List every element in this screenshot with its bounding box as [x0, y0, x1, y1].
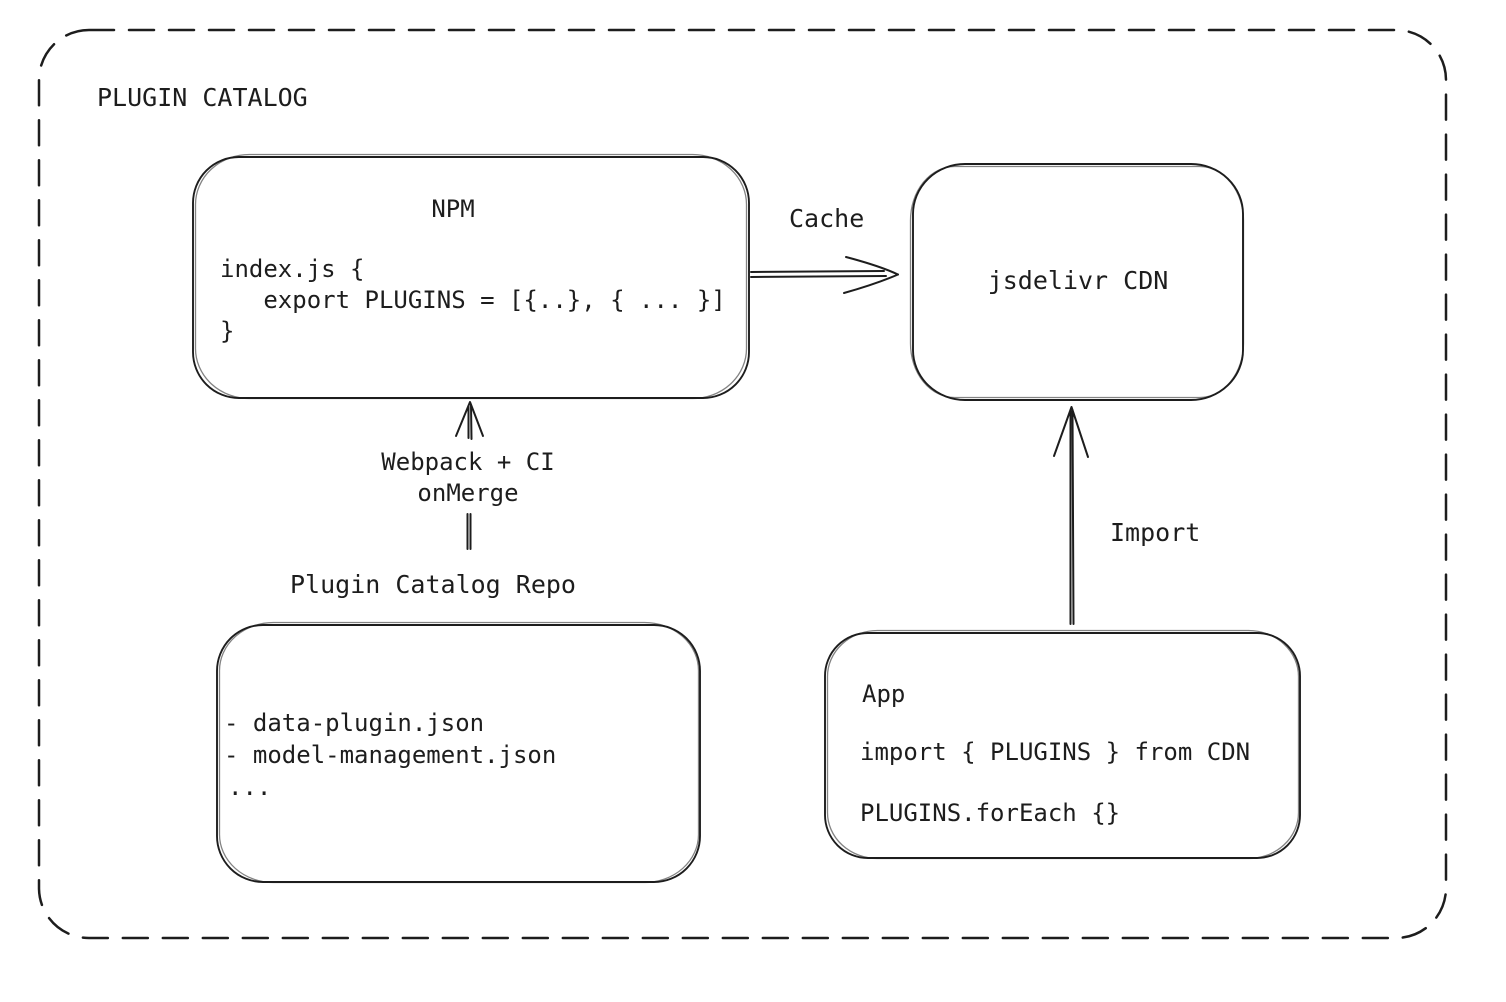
build-label-line-2: onMerge — [417, 479, 519, 507]
build-arrow — [455, 401, 484, 440]
app-code-line-2: PLUGINS.forEach {} — [860, 799, 1121, 827]
cdn-node-outline — [909, 163, 1245, 401]
repo-item-3: ... — [228, 773, 272, 801]
catalog-boundary — [37, 28, 1448, 940]
cache-arrow — [750, 256, 899, 294]
catalog-title: PLUGIN CATALOG — [97, 83, 308, 112]
app-code-line-1: import { PLUGINS } from CDN — [860, 738, 1251, 766]
app-node-outline — [824, 629, 1301, 860]
app-title: App — [862, 680, 906, 708]
npm-code-line-3: } — [220, 317, 235, 345]
cache-label: Cache — [789, 204, 865, 233]
npm-code-line-1: index.js { — [220, 255, 365, 283]
build-label-line-1: Webpack + CI — [381, 448, 555, 476]
build-connector-line — [466, 513, 472, 550]
import-label: Import — [1110, 518, 1201, 547]
repo-label: Plugin Catalog Repo — [290, 570, 576, 599]
import-arrow — [1053, 406, 1089, 625]
repo-item-2: - model-management.json — [224, 741, 557, 769]
repo-node-outline — [216, 621, 701, 884]
npm-title: NPM — [431, 195, 475, 223]
npm-node-outline — [192, 153, 750, 400]
cdn-title: jsdelivr CDN — [987, 266, 1169, 295]
repo-item-1: - data-plugin.json — [224, 709, 485, 737]
npm-code-line-2: export PLUGINS = [{..}, { ... }] — [220, 286, 726, 314]
